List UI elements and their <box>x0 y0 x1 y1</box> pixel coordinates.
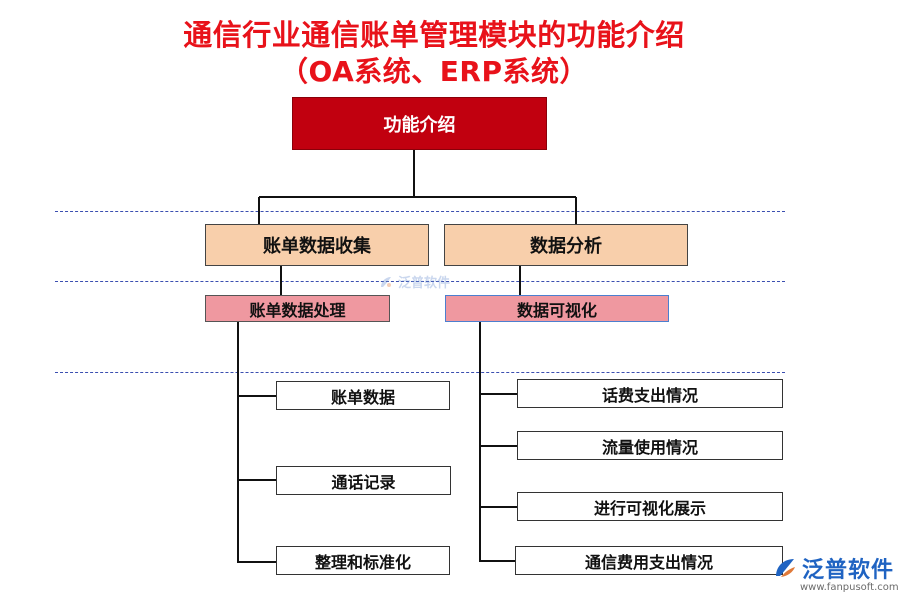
node-billing-data-collection: 账单数据收集 <box>205 224 429 266</box>
leaf-label: 流量使用情况 <box>601 437 698 457</box>
diagram-title: 通信行业通信账单管理模块的功能介绍 <box>183 18 685 52</box>
leaf-node: 账单数据 <box>276 381 450 410</box>
dashed-separator <box>55 211 785 212</box>
leaf-node: 通信费用支出情况 <box>515 546 783 575</box>
leaf-label: 通话记录 <box>331 472 396 492</box>
node-label: 数据分析 <box>530 236 602 257</box>
leaf-label: 通信费用支出情况 <box>584 552 713 572</box>
brand-name: 泛普软件 <box>802 558 895 583</box>
leaf-node: 流量使用情况 <box>517 431 783 460</box>
root-node: 功能介绍 <box>292 97 547 150</box>
leaf-label: 账单数据 <box>330 387 395 407</box>
leaf-label: 进行可视化展示 <box>593 498 706 518</box>
leaf-label: 整理和标准化 <box>314 552 411 572</box>
leaf-node: 整理和标准化 <box>276 546 450 575</box>
node-data-analysis: 数据分析 <box>444 224 688 266</box>
leaf-node: 话费支出情况 <box>517 379 783 408</box>
node-data-visualization: 数据可视化 <box>445 295 669 322</box>
brand-logo: 泛普软件 www.fanpusoft.com <box>772 552 899 593</box>
node-billing-data-processing: 账单数据处理 <box>205 295 390 322</box>
watermark: 泛普软件 <box>378 272 450 291</box>
dashed-separator <box>55 281 785 282</box>
node-label: 数据可视化 <box>516 300 597 320</box>
leaf-node: 通话记录 <box>276 466 451 495</box>
watermark-logo-icon <box>381 276 391 287</box>
node-label: 账单数据处理 <box>249 300 346 320</box>
leaf-node: 进行可视化展示 <box>517 492 783 521</box>
brand-url: www.fanpusoft.com <box>800 582 899 593</box>
diagram-subtitle: （OA系统、ERP系统） <box>280 55 588 88</box>
leaf-label: 话费支出情况 <box>601 385 698 405</box>
node-label: 账单数据收集 <box>263 236 371 257</box>
root-node-label: 功能介绍 <box>383 114 456 136</box>
dashed-separator <box>55 372 785 373</box>
watermark-text: 泛普软件 <box>398 276 451 291</box>
brand-logo-icon <box>776 559 795 577</box>
